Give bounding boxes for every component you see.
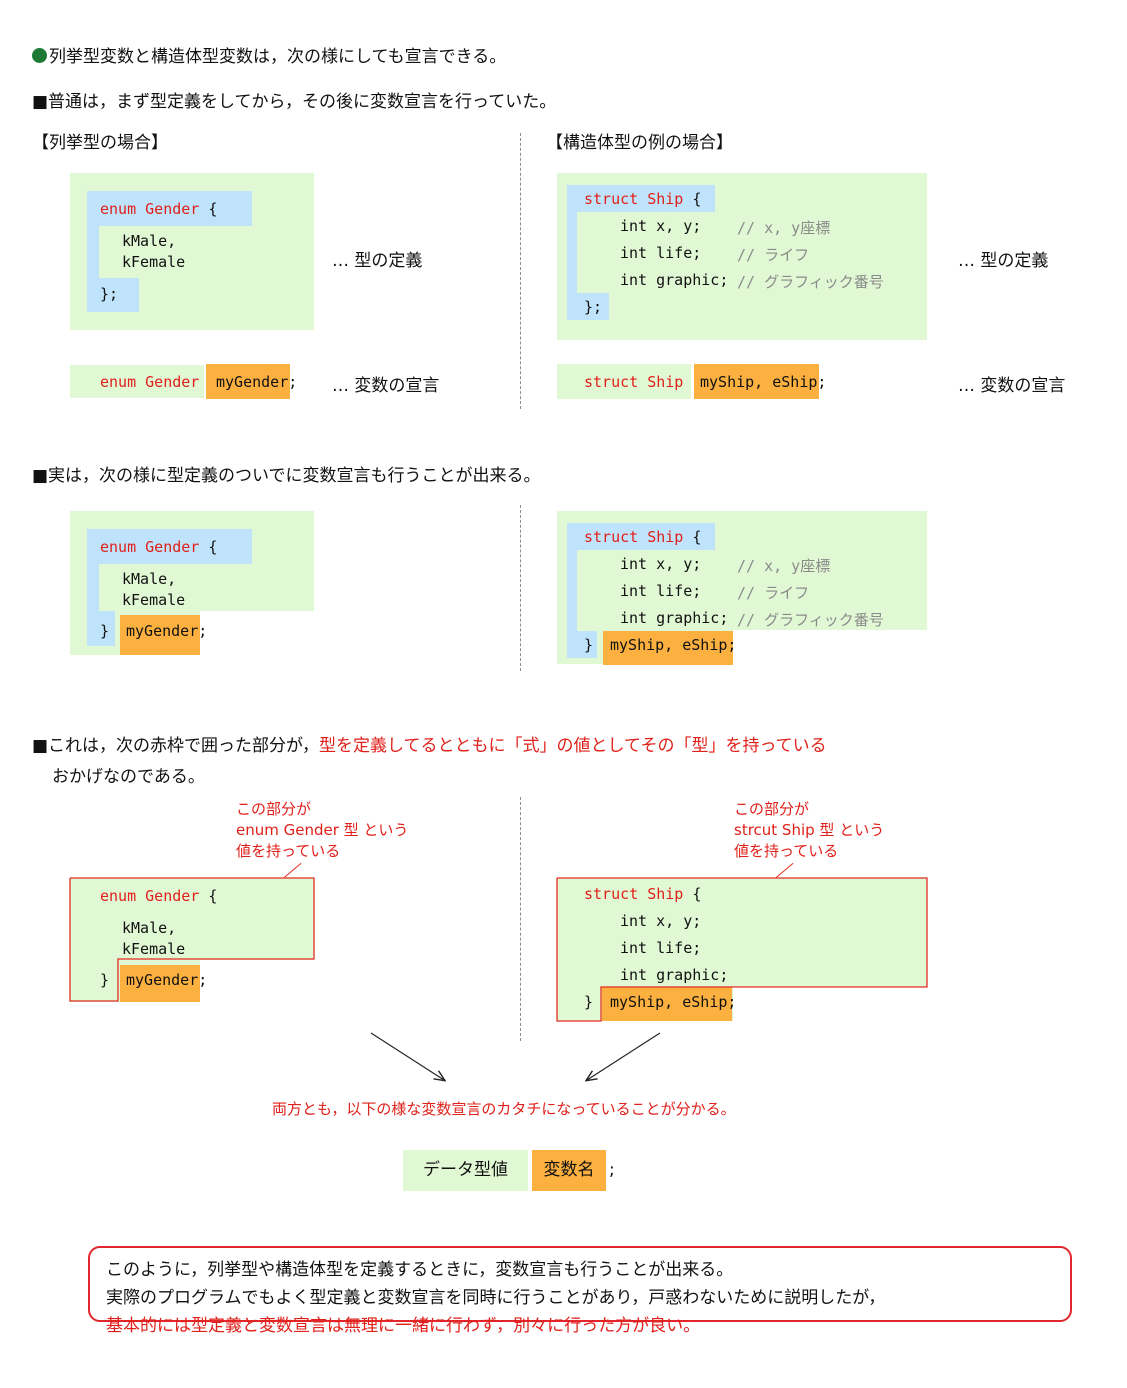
callout-enum: この部分が enum Gender 型 という 値を持っている xyxy=(236,800,409,860)
code-struct-member: int graphic; xyxy=(620,271,729,289)
code-var-name: myGender; xyxy=(126,622,208,640)
code-struct-head: struct Ship { xyxy=(584,885,702,903)
var-highlight xyxy=(120,615,200,655)
code-struct-keyword: struct Ship xyxy=(584,373,684,391)
code-struct-head: struct Ship { xyxy=(584,190,702,208)
var-highlight xyxy=(603,631,733,665)
struct-type-highlight-close xyxy=(567,293,609,320)
var-highlight xyxy=(602,987,732,1021)
enum-type-highlight-side xyxy=(87,564,99,611)
enum-type-highlight-close xyxy=(87,278,139,312)
code-enum-member: kFemale xyxy=(122,591,186,609)
code-enum-member: kMale, xyxy=(122,919,177,937)
code-enum-head: enum Gender { xyxy=(100,538,218,556)
struct-type-highlight-side xyxy=(567,550,577,632)
typedef-label: … 型の定義 xyxy=(332,251,423,271)
code-struct-member: int life; xyxy=(620,939,702,957)
code-enum-member: kFemale xyxy=(122,940,186,958)
struct-framed-block xyxy=(557,878,927,987)
summary-line: このように，列挙型や構造体型を定義するときに，変数宣言も行うことが出来る。 xyxy=(106,1260,734,1280)
vardecl-label: … 変数の宣言 xyxy=(332,376,440,396)
enum-type-red-frame xyxy=(69,877,315,1002)
callout-pointer xyxy=(284,862,302,878)
code-enum-member: kMale, xyxy=(122,232,177,250)
conclusion-text: 両方とも，以下の様な変数宣言のカタチになっていることが分かる。 xyxy=(272,1100,736,1118)
struct-type-highlight-side xyxy=(567,212,577,294)
code-struct-member: int life; xyxy=(620,244,702,262)
code-var-names: myShip, eShip; xyxy=(610,993,737,1011)
struct-type-highlight-close xyxy=(567,631,597,658)
code-comment: // ライフ xyxy=(737,246,810,264)
code-enum-close: } xyxy=(100,971,110,989)
summary-box: このように，列挙型や構造体型を定義するときに，変数宣言も行うことが出来る。 実際… xyxy=(88,1246,1072,1336)
code-enum-close: }; xyxy=(100,285,119,303)
section3-heading-cont: おかげなのである。 xyxy=(52,767,205,787)
code-enum-head: enum Gender { xyxy=(100,200,218,218)
column-divider xyxy=(520,505,521,671)
code-var-name: myGender; xyxy=(126,971,208,989)
enum-type-highlight-close xyxy=(87,611,115,646)
struct-decl-block xyxy=(557,364,691,399)
code-struct-member: int x, y; xyxy=(620,555,702,573)
section1-heading: ■普通は，まず型定義をしてから，その後に変数宣言を行っていた。 xyxy=(32,92,557,112)
code-enum-keyword: enum Gender xyxy=(100,373,200,391)
code-struct-member: int graphic; xyxy=(620,609,729,627)
pattern-var-name: 変数名 xyxy=(532,1150,606,1191)
code-struct-head: struct Ship { xyxy=(584,528,702,546)
code-struct-close: } xyxy=(584,993,594,1011)
var-highlight xyxy=(206,364,290,399)
code-comment: // x, y座標 xyxy=(737,219,831,237)
intro-text: 列挙型変数と構造体型変数は，次の様にしても宣言できる。 xyxy=(49,47,507,67)
enum-case-title: 【列挙型の場合】 xyxy=(32,133,168,153)
green-circle-bullet-icon xyxy=(32,48,47,63)
pattern-data-type: データ型値 xyxy=(403,1150,528,1191)
enum-type-highlight-side xyxy=(87,226,99,278)
code-enum-head: enum Gender { xyxy=(100,887,218,905)
var-highlight xyxy=(694,364,819,399)
code-struct-close: }; xyxy=(584,298,603,316)
summary-line-emphasis: 基本的には型定義と変数宣言は無理に一緒に行わず，別々に行った方が良い。 xyxy=(106,1316,701,1336)
code-struct-member: int x, y; xyxy=(620,912,702,930)
code-struct-close: } xyxy=(584,636,594,654)
code-comment: // グラフィック番号 xyxy=(737,611,884,629)
struct-type-highlight xyxy=(567,185,715,212)
code-enum-member: kMale, xyxy=(122,570,177,588)
converging-arrows-icon xyxy=(370,1032,661,1090)
code-var-names: myShip, eShip; xyxy=(610,636,737,654)
section3-heading: ■これは，次の赤枠で囲った部分が，型を定義してるとともに「式」の値としてその「型… xyxy=(32,736,827,756)
struct-type-highlight xyxy=(567,523,715,550)
code-enum-close: } xyxy=(100,622,110,640)
typedef-label: … 型の定義 xyxy=(958,251,1049,271)
enum-framed-block xyxy=(70,878,314,960)
code-struct-member: int x, y; xyxy=(620,217,702,235)
code-comment: // ライフ xyxy=(737,584,810,602)
column-divider xyxy=(520,133,521,409)
code-comment: // グラフィック番号 xyxy=(737,273,884,291)
column-divider xyxy=(520,797,521,1041)
callout-struct: この部分が strcut Ship 型 という 値を持っている xyxy=(734,800,885,860)
section2-heading: ■実は，次の様に型定義のついでに変数宣言も行うことが出来る。 xyxy=(32,466,541,486)
code-comment: // x, y座標 xyxy=(737,557,831,575)
code-struct-member: int graphic; xyxy=(620,966,729,984)
intro-line: 列挙型変数と構造体型変数は，次の様にしても宣言できる。 xyxy=(32,42,506,67)
summary-line: 実際のプログラムでもよく型定義と変数宣言を同時に行うことがあり，戸惑わないために… xyxy=(106,1288,886,1308)
enum-type-highlight xyxy=(87,529,252,564)
vardecl-label: … 変数の宣言 xyxy=(958,376,1066,396)
enum-type-highlight xyxy=(87,191,252,226)
code-var-names: myShip, eShip; xyxy=(700,373,827,391)
struct-case-title: 【構造体型の例の場合】 xyxy=(546,133,733,153)
code-enum-member: kFemale xyxy=(122,253,186,271)
pattern-semicolon: ; xyxy=(609,1160,615,1180)
code-var-name: myGender; xyxy=(216,373,298,391)
code-struct-member: int life; xyxy=(620,582,702,600)
callout-pointer xyxy=(776,862,794,878)
var-highlight xyxy=(120,965,200,1002)
enum-decl-block xyxy=(70,365,204,398)
struct-type-red-frame xyxy=(556,877,928,1022)
